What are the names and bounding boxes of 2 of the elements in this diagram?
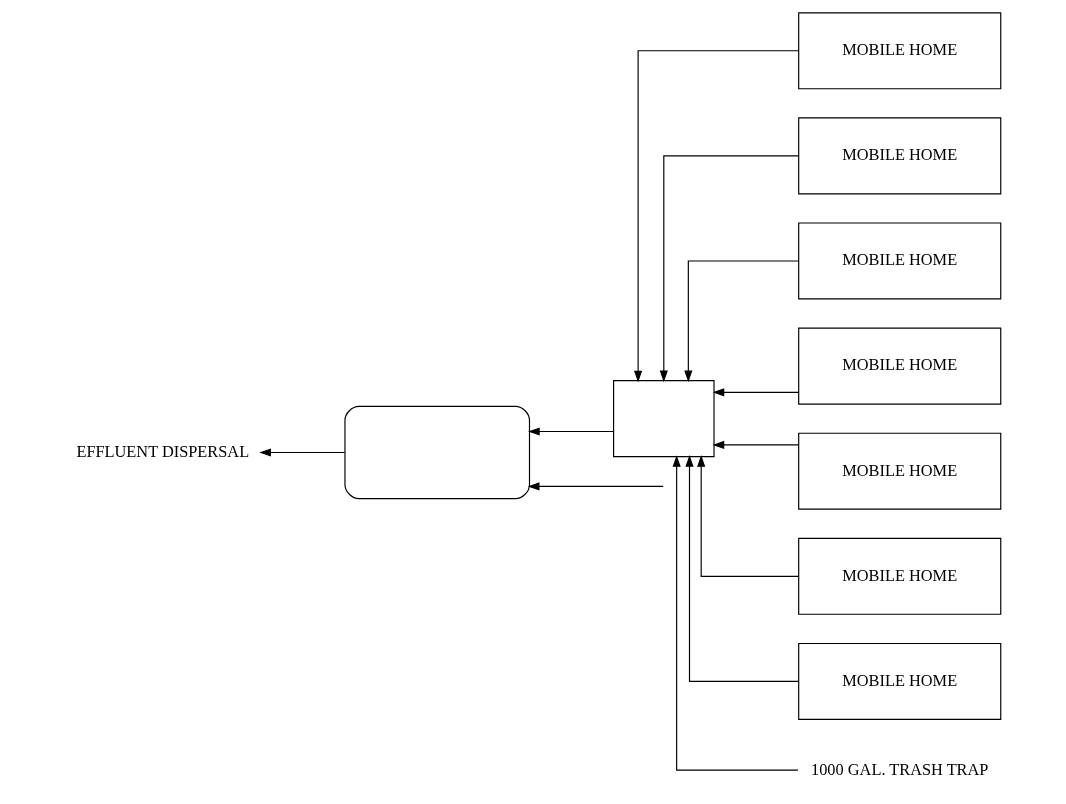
node-text: EFFLUENT DISPERSAL bbox=[76, 441, 250, 461]
node-text: 1000 GAL. TRASH TRAP bbox=[811, 759, 989, 779]
